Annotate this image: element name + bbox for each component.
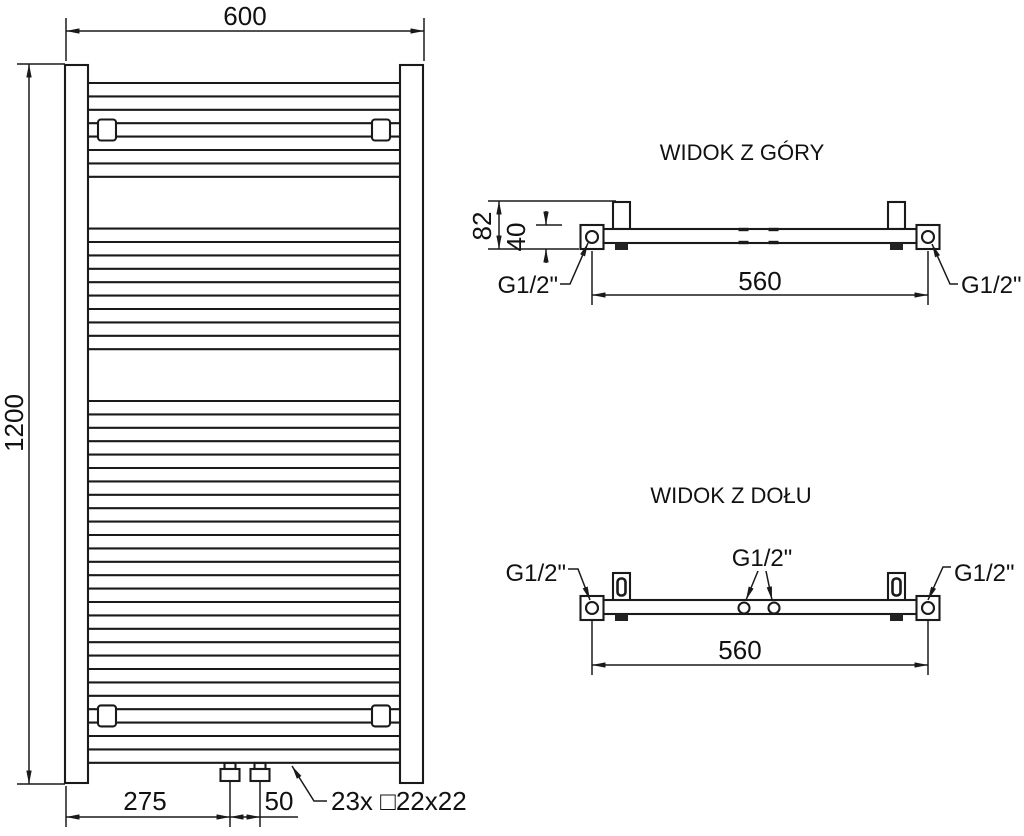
thread-hole — [920, 600, 936, 616]
thread-label-text: G1/2" — [497, 272, 558, 299]
thread-hole — [584, 229, 600, 245]
leader-line — [745, 570, 759, 601]
leader-line — [931, 243, 958, 285]
dim-connection-spacing-value: 560 — [718, 635, 761, 665]
leader-line — [291, 765, 327, 802]
right-collector — [398, 63, 425, 785]
thread-label-right: G1/2" — [927, 560, 1015, 601]
hanger-cap — [96, 118, 118, 142]
thread-hole — [920, 229, 936, 245]
dimension-depth: 82 — [467, 200, 616, 250]
bracket-clamp — [890, 614, 903, 621]
dim-connection-spacing-value: 560 — [738, 266, 781, 296]
bracket-slot — [616, 577, 627, 597]
profile-note-text: 23x □22x22 — [331, 786, 467, 816]
leader-line — [927, 566, 951, 601]
hanger-cap — [96, 704, 118, 728]
profile-note: 23x □22x22 — [291, 765, 467, 816]
bottom-view: WIDOK Z DOŁU G1/2" G1/2" G1/ — [505, 483, 1015, 675]
bottom-view-title: WIDOK Z DOŁU — [650, 483, 811, 508]
leader-line — [560, 242, 589, 285]
radiator-rungs — [88, 81, 400, 764]
bracket-clamp — [615, 614, 628, 621]
thread-label-text: G1/2" — [961, 272, 1022, 299]
thread-label-center: G1/2" — [732, 545, 793, 601]
dim-valve-spacing-value: 50 — [265, 786, 294, 816]
thread-hole — [584, 600, 600, 616]
dimension-width: 600 — [65, 1, 425, 61]
bracket-clamp — [615, 243, 628, 250]
dimension-connection-spacing: 560 — [591, 251, 929, 305]
center-connection-marks — [738, 227, 779, 245]
leader-line — [568, 568, 591, 601]
thread-label-left: G1/2" — [497, 242, 589, 299]
wall-bracket — [611, 200, 632, 231]
dim-depth-value: 82 — [467, 212, 497, 241]
dim-height-value: 1200 — [0, 394, 29, 452]
top-view: WIDOK Z GÓRY 82 — [467, 140, 1022, 305]
bracket-clamp — [890, 243, 903, 250]
dim-axis-offset-value: 40 — [501, 223, 531, 252]
front-view: 600 1200 275 50 23x □22x22 — [0, 1, 467, 827]
valve-connection — [249, 761, 271, 783]
thread-label-text: G1/2" — [954, 560, 1015, 587]
top-view-title: WIDOK Z GÓRY — [660, 140, 825, 165]
thread-label-left: G1/2" — [505, 560, 591, 601]
leader-line — [765, 570, 773, 601]
thread-label-text: G1/2" — [732, 545, 793, 572]
collector-tube — [601, 227, 919, 245]
dim-width-value: 600 — [223, 1, 266, 31]
dimension-bottom: 275 50 — [65, 781, 298, 827]
thread-label-right: G1/2" — [931, 243, 1022, 299]
bracket-slot — [891, 577, 902, 597]
dimension-axis-offset: 40 — [501, 211, 562, 263]
left-collector — [63, 63, 90, 785]
hanger-cap — [370, 118, 392, 142]
thread-label-text: G1/2" — [505, 560, 566, 587]
center-thread-hole — [767, 601, 781, 615]
hanger-cap — [370, 704, 392, 728]
collector-tube — [601, 598, 919, 616]
dim-left-offset-value: 275 — [123, 786, 166, 816]
dimension-height: 1200 — [0, 63, 65, 785]
center-thread-hole — [737, 601, 751, 615]
wall-bracket — [886, 200, 907, 231]
valve-connection — [219, 761, 241, 783]
dimension-connection-spacing: 560 — [591, 621, 929, 675]
